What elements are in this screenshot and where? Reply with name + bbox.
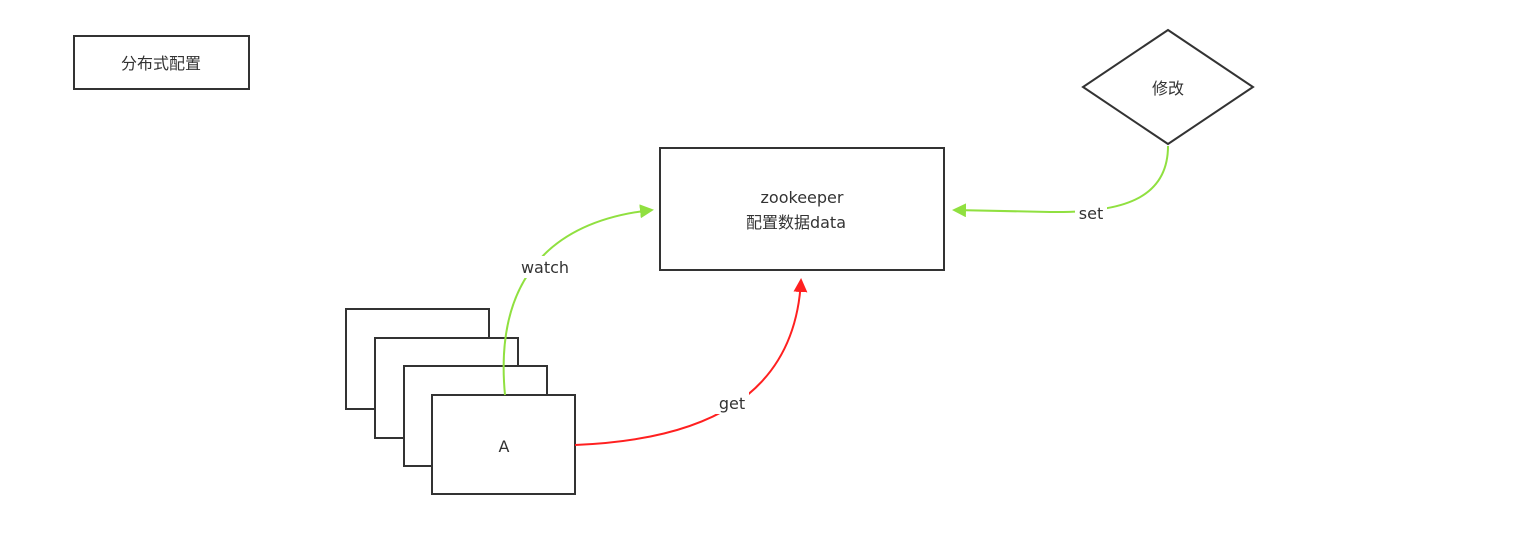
title-label: 分布式配置 [121, 54, 201, 73]
watch-label-bg [516, 256, 574, 278]
zookeeper-box[interactable]: zookeeper 配置数据data [659, 147, 945, 271]
modify-diamond[interactable]: 修改 [1081, 28, 1255, 146]
client-label: A [499, 437, 510, 456]
set-label: set [1079, 204, 1103, 223]
modify-label: 修改 [1152, 79, 1184, 98]
get-label: get [719, 394, 745, 413]
get-label-bg [715, 392, 749, 414]
set-edge[interactable] [952, 145, 1169, 218]
zookeeper-label-line2: 配置数据data [746, 213, 846, 232]
get-edge[interactable] [574, 278, 808, 446]
zookeeper-label-line1: zookeeper [761, 188, 844, 207]
set-label-bg [1075, 203, 1107, 225]
title-box[interactable]: 分布式配置 [73, 35, 250, 90]
watch-label: watch [521, 258, 569, 277]
client-stack: A [345, 308, 576, 495]
client-box-a[interactable]: A [431, 394, 576, 495]
